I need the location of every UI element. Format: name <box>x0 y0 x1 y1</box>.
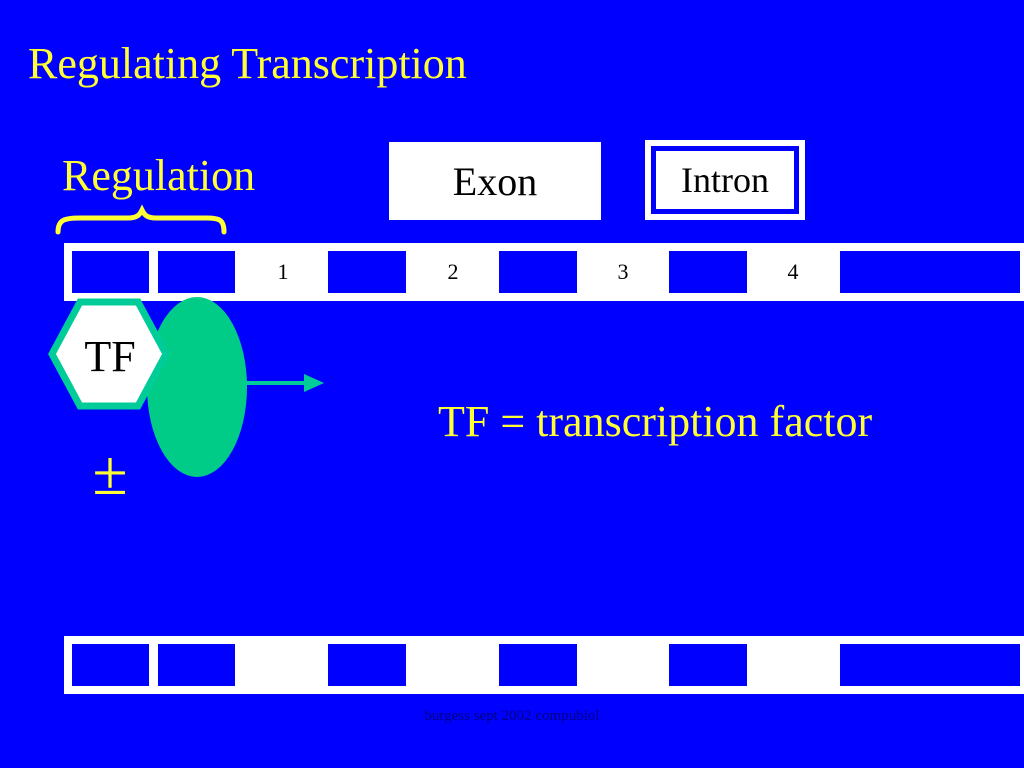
legend-intron-label: Intron <box>681 160 769 200</box>
regulatory-block-1 <box>72 644 149 686</box>
exon-block-1 <box>328 251 406 293</box>
exon-block-4 <box>840 251 1020 293</box>
plus-minus-symbol: ± <box>92 437 128 508</box>
exon-block-2 <box>499 644 577 686</box>
slide-title: Regulating Transcription <box>28 39 467 88</box>
legend-exon-box: Exon <box>389 142 601 220</box>
regulation-brace <box>55 204 227 235</box>
exon-block-1 <box>328 644 406 686</box>
exon-block-4 <box>840 644 1020 686</box>
tf-hexagon <box>48 298 170 410</box>
exon-block-3 <box>669 251 747 293</box>
tf-label: TF <box>84 331 136 381</box>
intron-number-2: 2 <box>447 259 459 284</box>
legend-intron-inner: Intron <box>651 146 799 214</box>
intron-number-4: 4 <box>787 259 799 284</box>
legend-exon-label: Exon <box>452 158 538 204</box>
slide-footer: burgess sept 2002 compubiol <box>424 708 600 724</box>
regulation-label: Regulation <box>62 151 256 200</box>
tf-definition: TF = transcription factor <box>438 397 873 446</box>
transcription-arrow-head <box>304 374 324 392</box>
activator-protein-ellipse <box>147 297 247 477</box>
intron-number-1: 1 <box>277 259 289 284</box>
regulatory-block-2 <box>158 644 235 686</box>
gene-top: 1 2 3 4 <box>64 243 1024 301</box>
regulatory-block-2 <box>158 251 235 293</box>
regulatory-block-1 <box>72 251 149 293</box>
gene-bottom <box>64 636 1024 694</box>
legend-intron-box: Intron <box>645 140 805 220</box>
exon-block-2 <box>499 251 577 293</box>
intron-number-3: 3 <box>617 259 629 284</box>
exon-block-3 <box>669 644 747 686</box>
